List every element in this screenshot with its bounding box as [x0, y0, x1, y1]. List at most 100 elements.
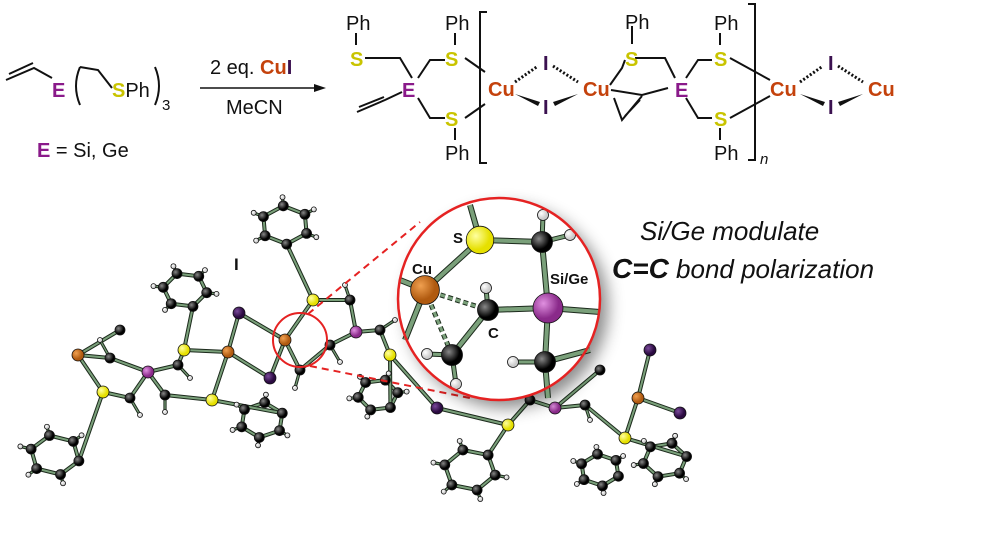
s-1: S	[350, 49, 363, 71]
i-1: I	[543, 53, 549, 75]
bond	[227, 312, 240, 353]
reactant-sph: SPh	[112, 80, 150, 102]
h-atom	[346, 395, 353, 402]
bond	[77, 391, 104, 462]
cu-atom	[410, 275, 440, 305]
h-atom	[150, 283, 157, 290]
c-atom	[55, 469, 66, 480]
bond	[109, 357, 149, 373]
bond	[77, 354, 104, 393]
cu-atom	[278, 333, 292, 347]
s-atom	[618, 431, 632, 445]
h-atom	[683, 476, 690, 483]
c-atom	[187, 301, 199, 312]
zoom-connector-bottom	[309, 365, 471, 399]
repeat-n: n	[760, 151, 768, 168]
zoom-inset: Cu S Si/Ge C	[396, 196, 602, 402]
h-atom	[651, 481, 658, 488]
iodine-label: I	[234, 255, 239, 274]
s-atom	[177, 343, 191, 357]
c-atom	[592, 448, 603, 460]
h-atom	[233, 401, 240, 408]
c-atom	[385, 402, 396, 413]
c-atom	[579, 399, 591, 411]
c-atom	[276, 407, 288, 419]
s-atom	[465, 225, 495, 255]
bond	[211, 351, 229, 401]
ph-6: Ph	[714, 143, 738, 165]
c-atom	[25, 443, 37, 455]
ph-2: Ph	[445, 13, 469, 35]
cu-atom	[221, 345, 235, 359]
h-atom	[78, 432, 85, 439]
c-atom	[531, 231, 553, 253]
c-atom	[374, 324, 386, 336]
c-atom	[610, 454, 622, 466]
reactant: E SPh 3 E = Si, Ge	[5, 62, 170, 162]
h-atom	[187, 375, 193, 381]
cu-3: Cu	[770, 79, 797, 101]
element-definition: E = Si, Ge	[37, 140, 129, 162]
c-atom	[477, 299, 499, 321]
cu-2: Cu	[583, 79, 610, 101]
bond	[389, 354, 438, 409]
inset-sige-label: Si/Ge	[550, 271, 588, 288]
s-4: S	[625, 49, 638, 71]
caption-line-1: Si/Ge modulate	[640, 216, 819, 246]
h-atom	[600, 490, 607, 496]
i-4: I	[828, 97, 834, 119]
h-atom	[97, 337, 103, 343]
h-atom	[255, 442, 261, 449]
h-atom	[284, 432, 291, 439]
h-atom	[640, 437, 647, 444]
c-atom	[73, 455, 85, 467]
h-atom	[630, 462, 637, 468]
c-atom	[274, 425, 285, 437]
c-atom	[441, 344, 463, 366]
caption-line-2: C=C bond polarization	[612, 253, 874, 284]
ph-5: Ph	[714, 13, 738, 35]
c-atom	[471, 484, 483, 496]
h-atom	[279, 194, 286, 201]
h-atom	[337, 359, 343, 365]
h-atom	[593, 444, 600, 450]
h-atom	[162, 307, 168, 313]
bond	[624, 397, 639, 439]
h-atom	[44, 423, 50, 430]
c-atom	[299, 208, 311, 220]
reaction-arrow: 2 eq. CuI MeCN	[200, 57, 326, 119]
c-atom	[638, 458, 649, 469]
c-atom	[594, 364, 606, 376]
h-atom	[672, 432, 679, 439]
s-2: S	[445, 49, 458, 71]
e-2: E	[675, 80, 688, 102]
bond	[183, 306, 194, 351]
c-atom	[597, 480, 608, 492]
i-atom	[263, 371, 277, 385]
inset-s-label: S	[453, 230, 463, 247]
h-atom	[477, 496, 484, 502]
i-atom	[643, 343, 657, 357]
c-atom	[201, 287, 213, 299]
c-atom	[666, 437, 678, 449]
c-atom	[259, 397, 271, 408]
h-atom	[137, 412, 143, 418]
si-atom	[349, 325, 363, 339]
bond	[436, 407, 509, 426]
c-atom	[159, 389, 171, 401]
h-atom	[507, 356, 519, 368]
h-atom	[253, 237, 260, 244]
c-atom	[67, 436, 79, 447]
c-atom	[489, 469, 501, 481]
c-atom	[365, 404, 377, 416]
h-atom	[263, 391, 269, 398]
s-3: S	[445, 109, 458, 131]
c-atom	[258, 211, 269, 223]
s-atom	[383, 348, 397, 362]
i-2: I	[543, 97, 549, 119]
h-atom	[503, 474, 510, 481]
bond	[269, 339, 286, 379]
bond	[637, 349, 651, 399]
c-atom	[439, 459, 451, 471]
